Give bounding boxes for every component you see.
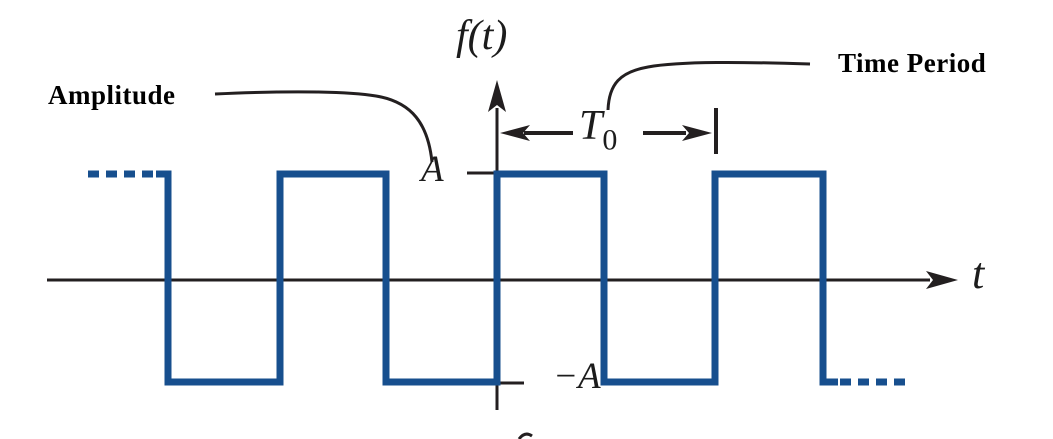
amplitude-neg-label: −A (553, 356, 601, 397)
period-arrow-right-head (682, 125, 712, 141)
period-label-subscript: 0 (602, 123, 618, 157)
x-axis-label: t (972, 249, 985, 298)
t-axis-arrowhead (926, 271, 958, 289)
t-axis (47, 171, 930, 385)
amplitude-pos-label: A (421, 149, 444, 190)
period-arrow-left-head (500, 125, 530, 141)
period-dimension (524, 108, 718, 154)
annotation-time-period: Time Period (838, 48, 987, 78)
amplitude-leader-line (214, 90, 434, 163)
square-wave-solid (156, 170, 838, 386)
f-axis-arrowhead (488, 80, 506, 112)
period-label: T0 (579, 102, 617, 155)
y-axis-label: f(t) (456, 13, 508, 59)
time-period-leader-line (606, 60, 811, 111)
partial-caption-mark (517, 432, 533, 439)
period-label-base: T (579, 103, 603, 149)
annotation-amplitude: Amplitude (48, 80, 176, 110)
